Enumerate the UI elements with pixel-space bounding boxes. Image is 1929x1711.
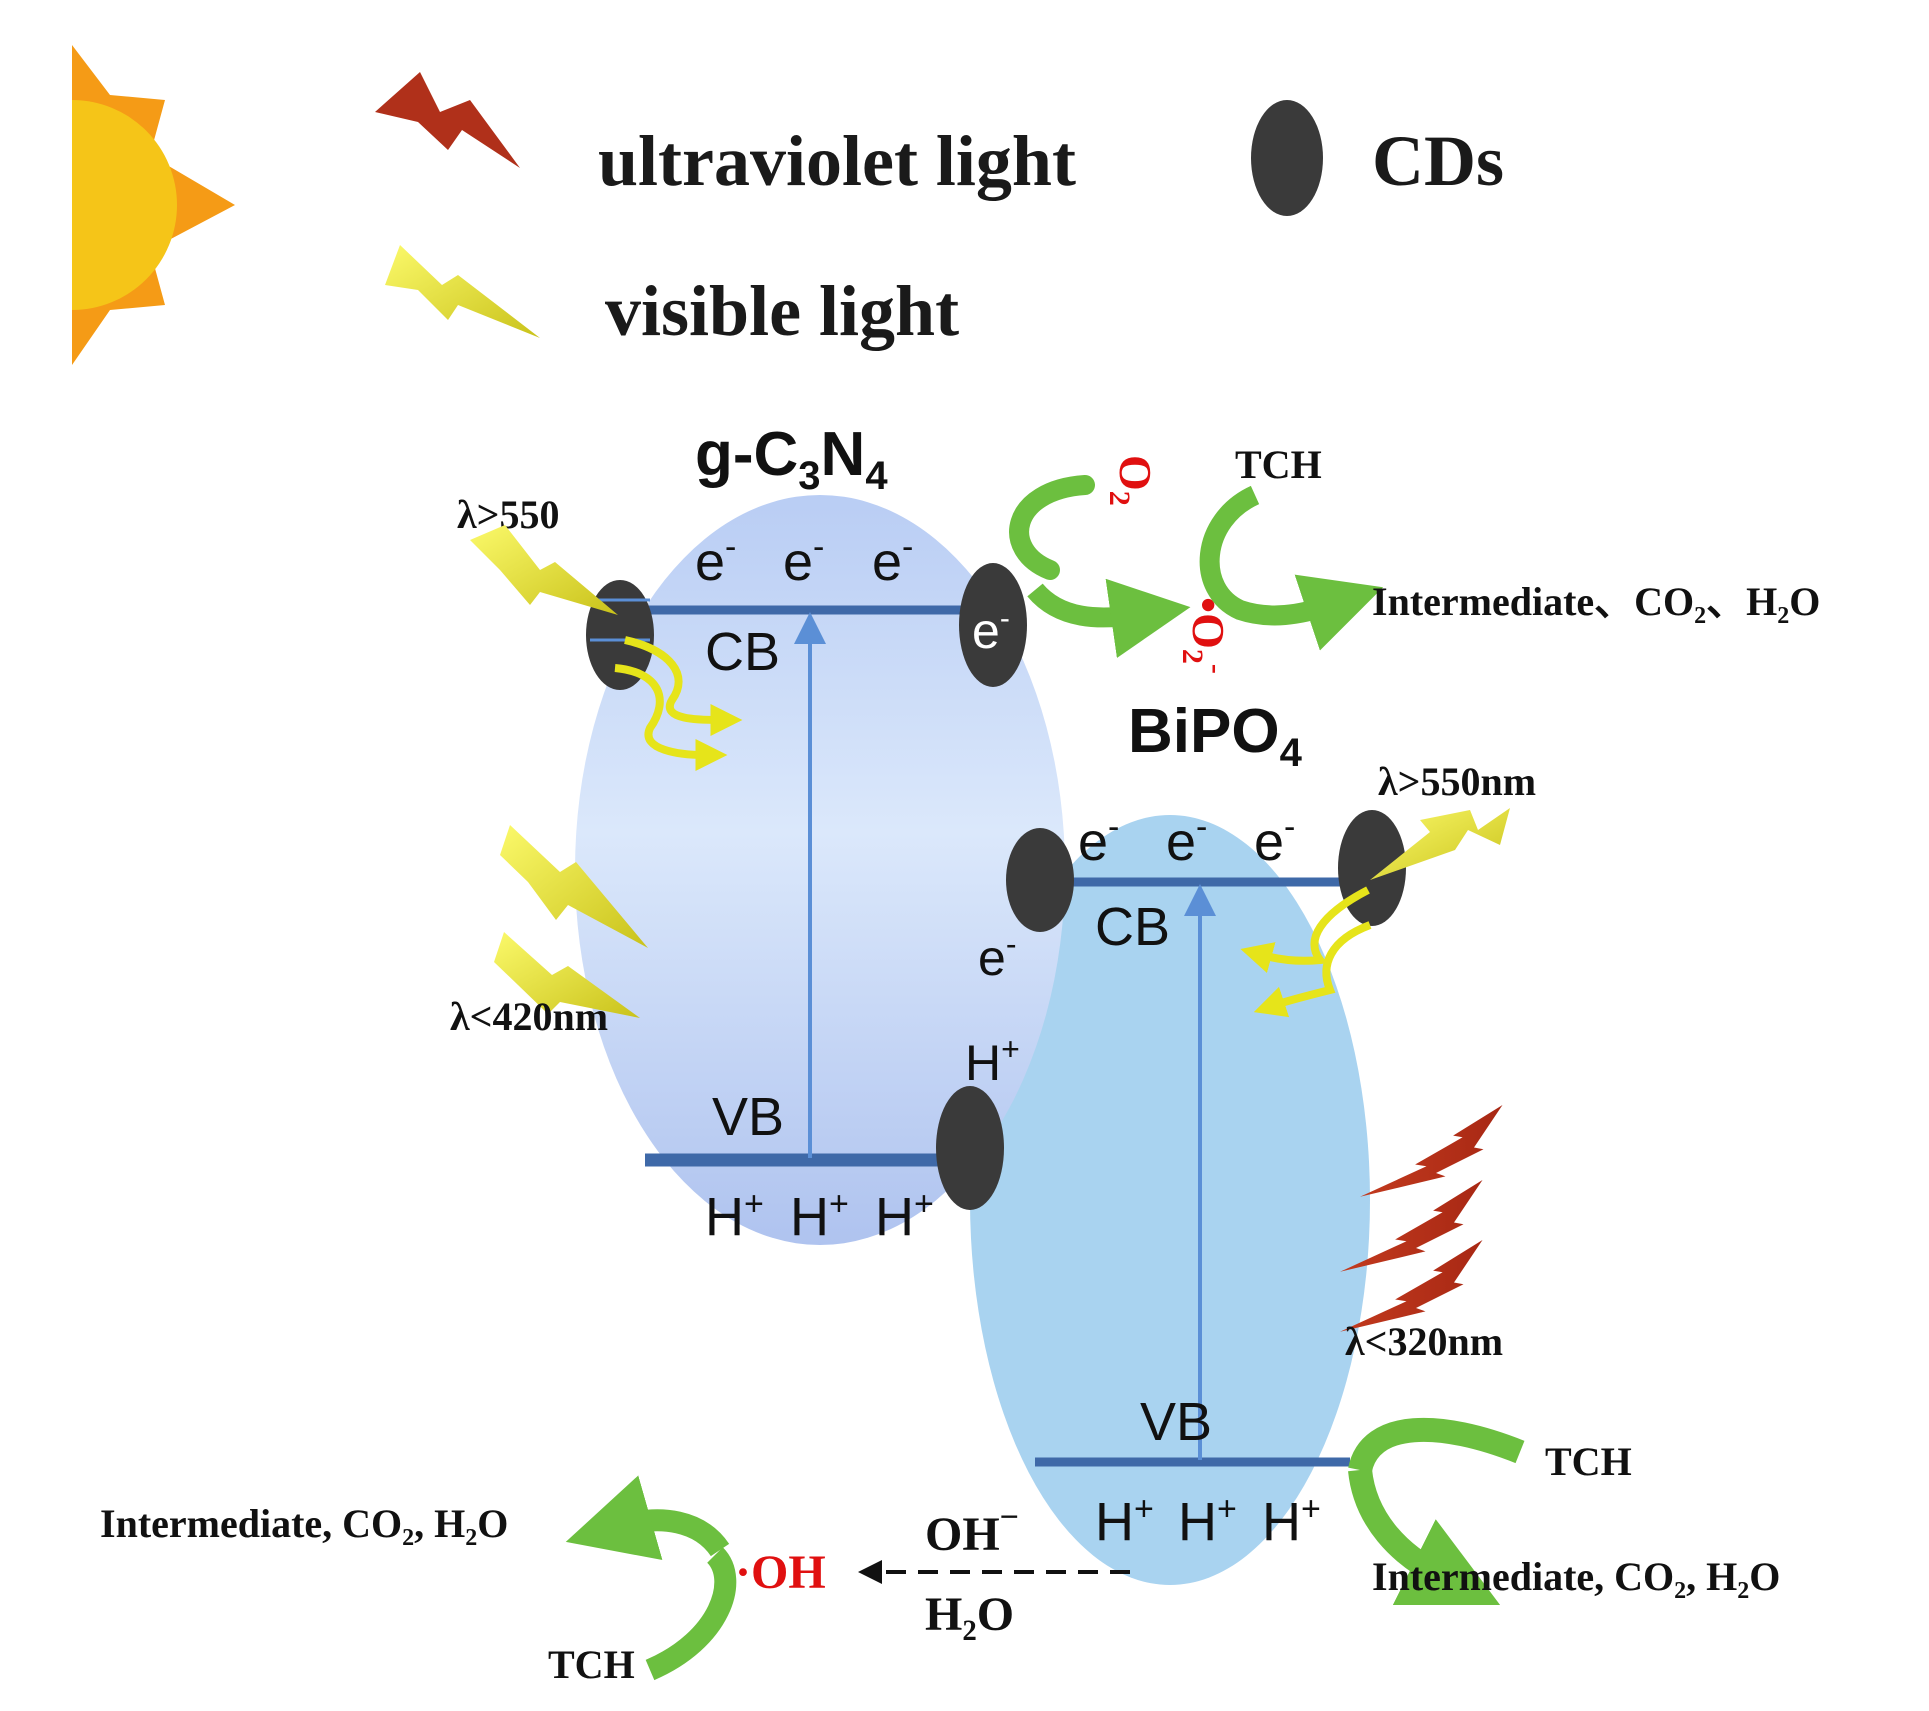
gcn-vb-holes: H+ H+ H+: [705, 1185, 934, 1247]
svg-text:H+: H+: [790, 1185, 849, 1247]
gcn-lambda-mid: λ<420nm: [450, 994, 608, 1039]
gcn-cb-label: CB: [705, 622, 780, 682]
o2-capture-arrow: [1009, 475, 1095, 580]
svg-text:e-: e-: [783, 528, 824, 592]
bipo4-cb-label: CB: [1095, 897, 1170, 957]
cds-legend-label: CDs: [1372, 121, 1504, 201]
visible-bolt-gcn-mid: [494, 825, 648, 1018]
gcn-title: g-C3N4: [695, 420, 888, 498]
upconversion-arrow: [1240, 886, 1370, 973]
superoxide-label: •O2-: [1176, 597, 1234, 674]
tch-capture-arrow-right: [1348, 1417, 1525, 1474]
cd-electron: e-: [972, 602, 1010, 659]
svg-text:e-: e-: [872, 528, 913, 592]
uv-legend-label: ultraviolet light: [598, 121, 1076, 201]
bipo4-lambda-uv: λ<320nm: [1345, 1319, 1503, 1364]
visible-legend-label: visible light: [605, 271, 959, 351]
cd-interface-vb: [936, 1086, 1004, 1210]
gcn-particle: [575, 495, 1065, 1245]
svg-text:H+: H+: [705, 1185, 764, 1247]
tch-degradation-arrow-top: [1199, 485, 1384, 651]
tch-top-label: TCH: [1235, 442, 1322, 487]
svg-text:H+: H+: [1095, 1490, 1154, 1552]
sun-icon: [0, 40, 235, 370]
bipo4-cb-electrons: e- e- e-: [1078, 808, 1295, 872]
bipo4-vb-holes: H+ H+ H+: [1095, 1490, 1321, 1552]
tch-degradation-arrow-left: [565, 1475, 730, 1561]
products-left-label: Intermediate, CO₂, H₂O: [100, 1501, 508, 1546]
products-right-label: Intermediate, CO₂, H₂O: [1372, 1554, 1780, 1599]
hydroxide-label: OH−: [925, 1499, 1019, 1561]
svg-text:e-: e-: [1254, 808, 1295, 872]
interface-electron: e-: [978, 926, 1016, 986]
superoxide-formation-arrow: [1027, 578, 1191, 658]
upconversion-arrow: [1253, 921, 1372, 1018]
upconversion-arrow: [624, 636, 743, 736]
bipo4-vb-label: VB: [1140, 1392, 1212, 1452]
interface-hole: H+: [965, 1031, 1020, 1091]
svg-text:H+: H+: [875, 1185, 934, 1247]
svg-text:H+: H+: [1178, 1490, 1237, 1552]
visible-light-bolt-icon: [385, 245, 540, 338]
visible-bolt-gcn-top: [470, 525, 618, 615]
svg-text:H+: H+: [1262, 1490, 1321, 1552]
hydroxyl-radical-label: ·OH: [735, 1546, 826, 1599]
bipo4-lambda-top: λ>550nm: [1378, 759, 1536, 804]
svg-text:e-: e-: [1078, 808, 1119, 872]
upconversion-arrow: [614, 664, 728, 771]
svg-text:e-: e-: [1166, 808, 1207, 872]
products-top-label: Intermediate、CO₂、H₂O: [1372, 579, 1820, 624]
cd-bipo4-left: [1006, 828, 1074, 932]
gcn-cb-electrons: e- e- e-: [695, 528, 913, 592]
tch-capture-arrow-left: [645, 1547, 737, 1681]
tch-left-label: TCH: [548, 1642, 635, 1687]
oxygen-label: O2: [1103, 455, 1161, 506]
water-label: H₂O: [925, 1588, 1014, 1641]
gcn-vb-label: VB: [712, 1087, 784, 1147]
uv-light-bolt-icon: [375, 72, 520, 168]
tch-degradation-arrow-right: [1348, 1468, 1501, 1606]
cd-gcn-right: [959, 563, 1027, 687]
visible-bolt-bipo4: [1370, 808, 1510, 880]
svg-text:e-: e-: [695, 528, 736, 592]
cds-legend-icon: [1251, 100, 1323, 216]
tch-right-label: TCH: [1545, 1439, 1632, 1484]
bipo4-title: BiPO4: [1128, 697, 1303, 775]
